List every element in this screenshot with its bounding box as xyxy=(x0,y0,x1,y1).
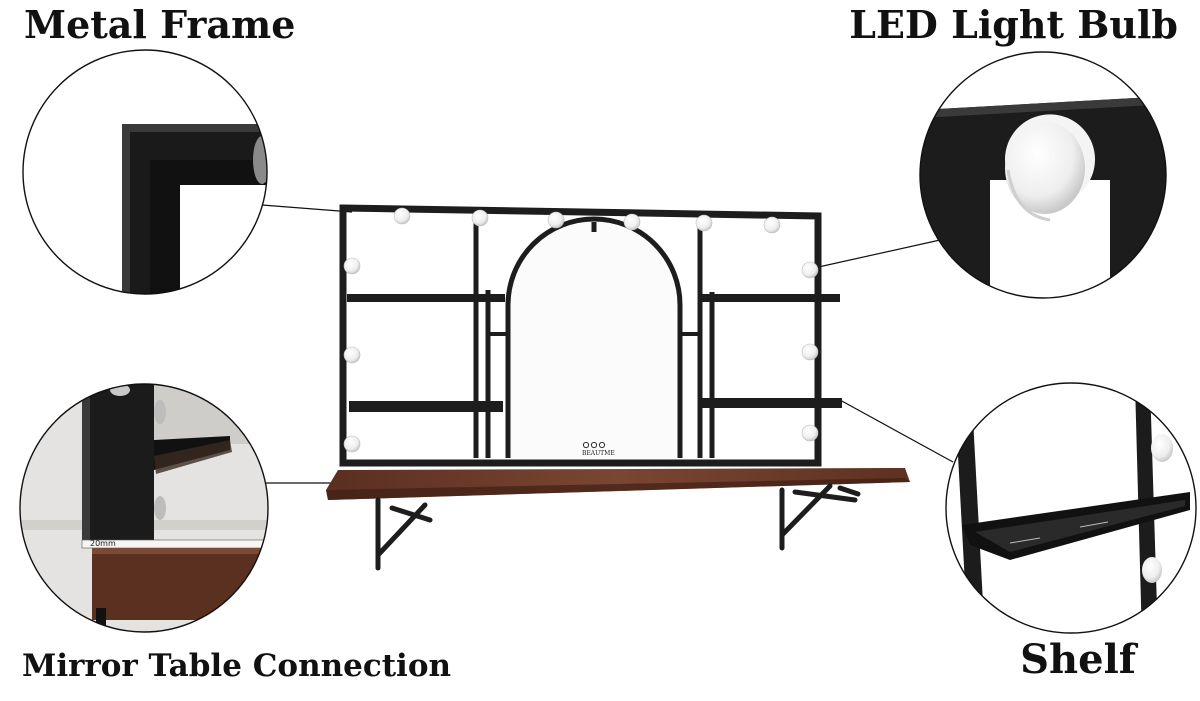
led-light-bulb-label: LED Light Bulb xyxy=(849,2,1178,47)
dimension-label: 20mm xyxy=(90,539,116,548)
leader-lines xyxy=(261,204,954,484)
leader-line-frame xyxy=(261,204,353,213)
detail-mirror-table-connection: 20mm xyxy=(19,383,269,633)
metal-frame-label: Metal Frame xyxy=(24,2,296,47)
shelf-label: Shelf xyxy=(1020,636,1136,683)
outer-frame xyxy=(339,204,822,467)
left-shelves xyxy=(347,294,505,412)
leader-line-led xyxy=(813,239,941,269)
arch-frame xyxy=(505,216,683,458)
right-shelves xyxy=(700,294,842,408)
touch-buttons xyxy=(582,441,606,449)
detail-led-bulb xyxy=(919,51,1167,299)
arched-mirror xyxy=(508,219,680,458)
vanity-mirror: BEAUTME xyxy=(326,204,910,571)
leader-line-shelf xyxy=(839,399,954,463)
detail-shelf xyxy=(945,382,1197,634)
led-bulbs xyxy=(343,207,819,453)
detail-metal-frame xyxy=(22,49,268,295)
folding-brackets xyxy=(375,483,861,571)
mirror-table-connection-label: Mirror Table Connection xyxy=(22,648,452,684)
brand-mark: BEAUTME xyxy=(582,450,615,457)
